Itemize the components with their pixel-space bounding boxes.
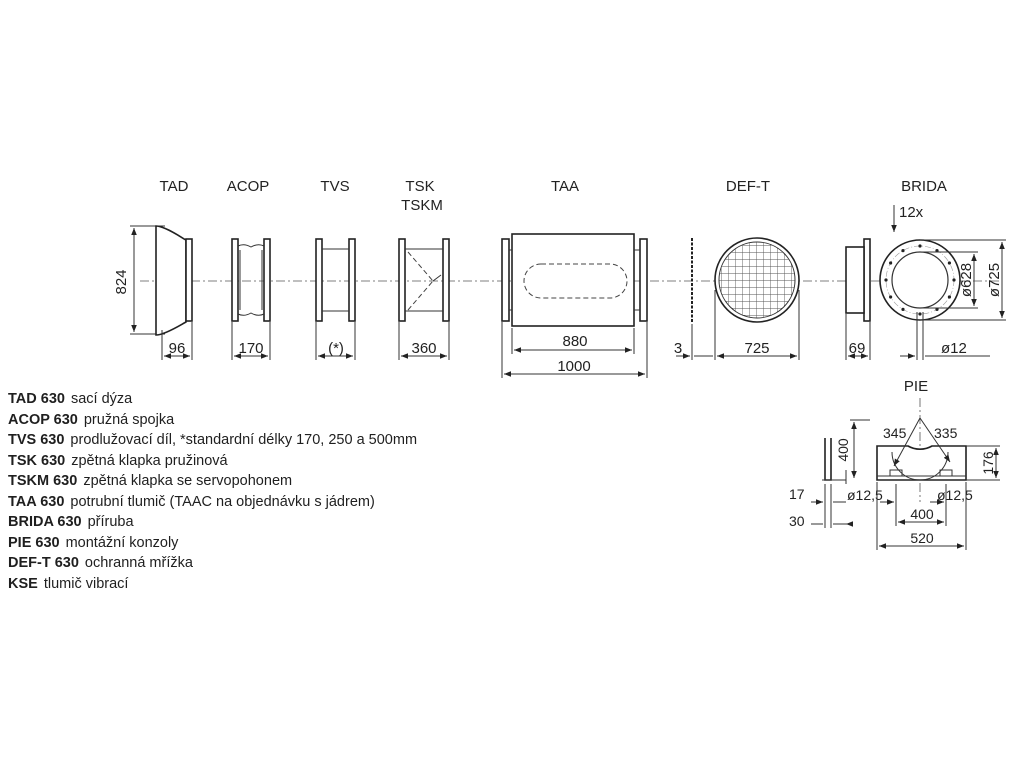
- svg-text:12x: 12x: [899, 204, 924, 221]
- label-tsk: TSK: [405, 178, 434, 195]
- pie-title: PIE: [904, 378, 928, 395]
- acop-connector: 170: [231, 238, 271, 360]
- label-tad: TAD: [160, 178, 189, 195]
- label-tvs: TVS: [320, 178, 349, 195]
- svg-text:30: 30: [789, 513, 805, 529]
- svg-text:176: 176: [980, 451, 996, 475]
- tad-nozzle: 96: [155, 225, 193, 360]
- label-taa: TAA: [551, 178, 579, 195]
- svg-text:360: 360: [411, 340, 436, 357]
- svg-text:880: 880: [562, 333, 587, 350]
- svg-text:170: 170: [238, 340, 263, 357]
- label-acop: ACOP: [227, 178, 270, 195]
- bolt-holes: [884, 244, 956, 316]
- label-brida: BRIDA: [901, 178, 947, 195]
- brida-flange: 69 12x ø628 ø725: [845, 204, 1006, 360]
- svg-text:ø12,5: ø12,5: [847, 487, 883, 503]
- svg-text:(*): (*): [328, 340, 344, 357]
- height-dimension: 824: [113, 225, 165, 335]
- pie-bracket: PIE 17 30 400 345 335 176: [789, 378, 1000, 550]
- svg-text:335: 335: [934, 425, 958, 441]
- svg-text:725: 725: [744, 340, 769, 357]
- svg-text:3: 3: [674, 340, 682, 357]
- svg-text:ø12: ø12: [941, 340, 967, 357]
- svg-text:96: 96: [169, 340, 186, 357]
- svg-text:17: 17: [789, 486, 805, 502]
- svg-text:ø628: ø628: [958, 263, 975, 297]
- label-tskm: TSKM: [401, 197, 443, 214]
- def-t-grille: 3 725: [674, 237, 800, 360]
- svg-text:1000: 1000: [557, 358, 590, 375]
- label-def-t: DEF-T: [726, 178, 770, 195]
- tsk-damper: 360: [398, 238, 450, 360]
- svg-text:345: 345: [883, 425, 907, 441]
- tvs-extension: (*): [315, 238, 356, 360]
- svg-text:69: 69: [849, 340, 866, 357]
- svg-text:520: 520: [910, 530, 934, 546]
- svg-text:ø12,5: ø12,5: [937, 487, 973, 503]
- taa-silencer: 880 1000: [501, 233, 648, 378]
- svg-text:400: 400: [835, 438, 851, 462]
- svg-text:824: 824: [113, 269, 130, 294]
- svg-text:400: 400: [910, 506, 934, 522]
- svg-text:ø725: ø725: [986, 263, 1003, 297]
